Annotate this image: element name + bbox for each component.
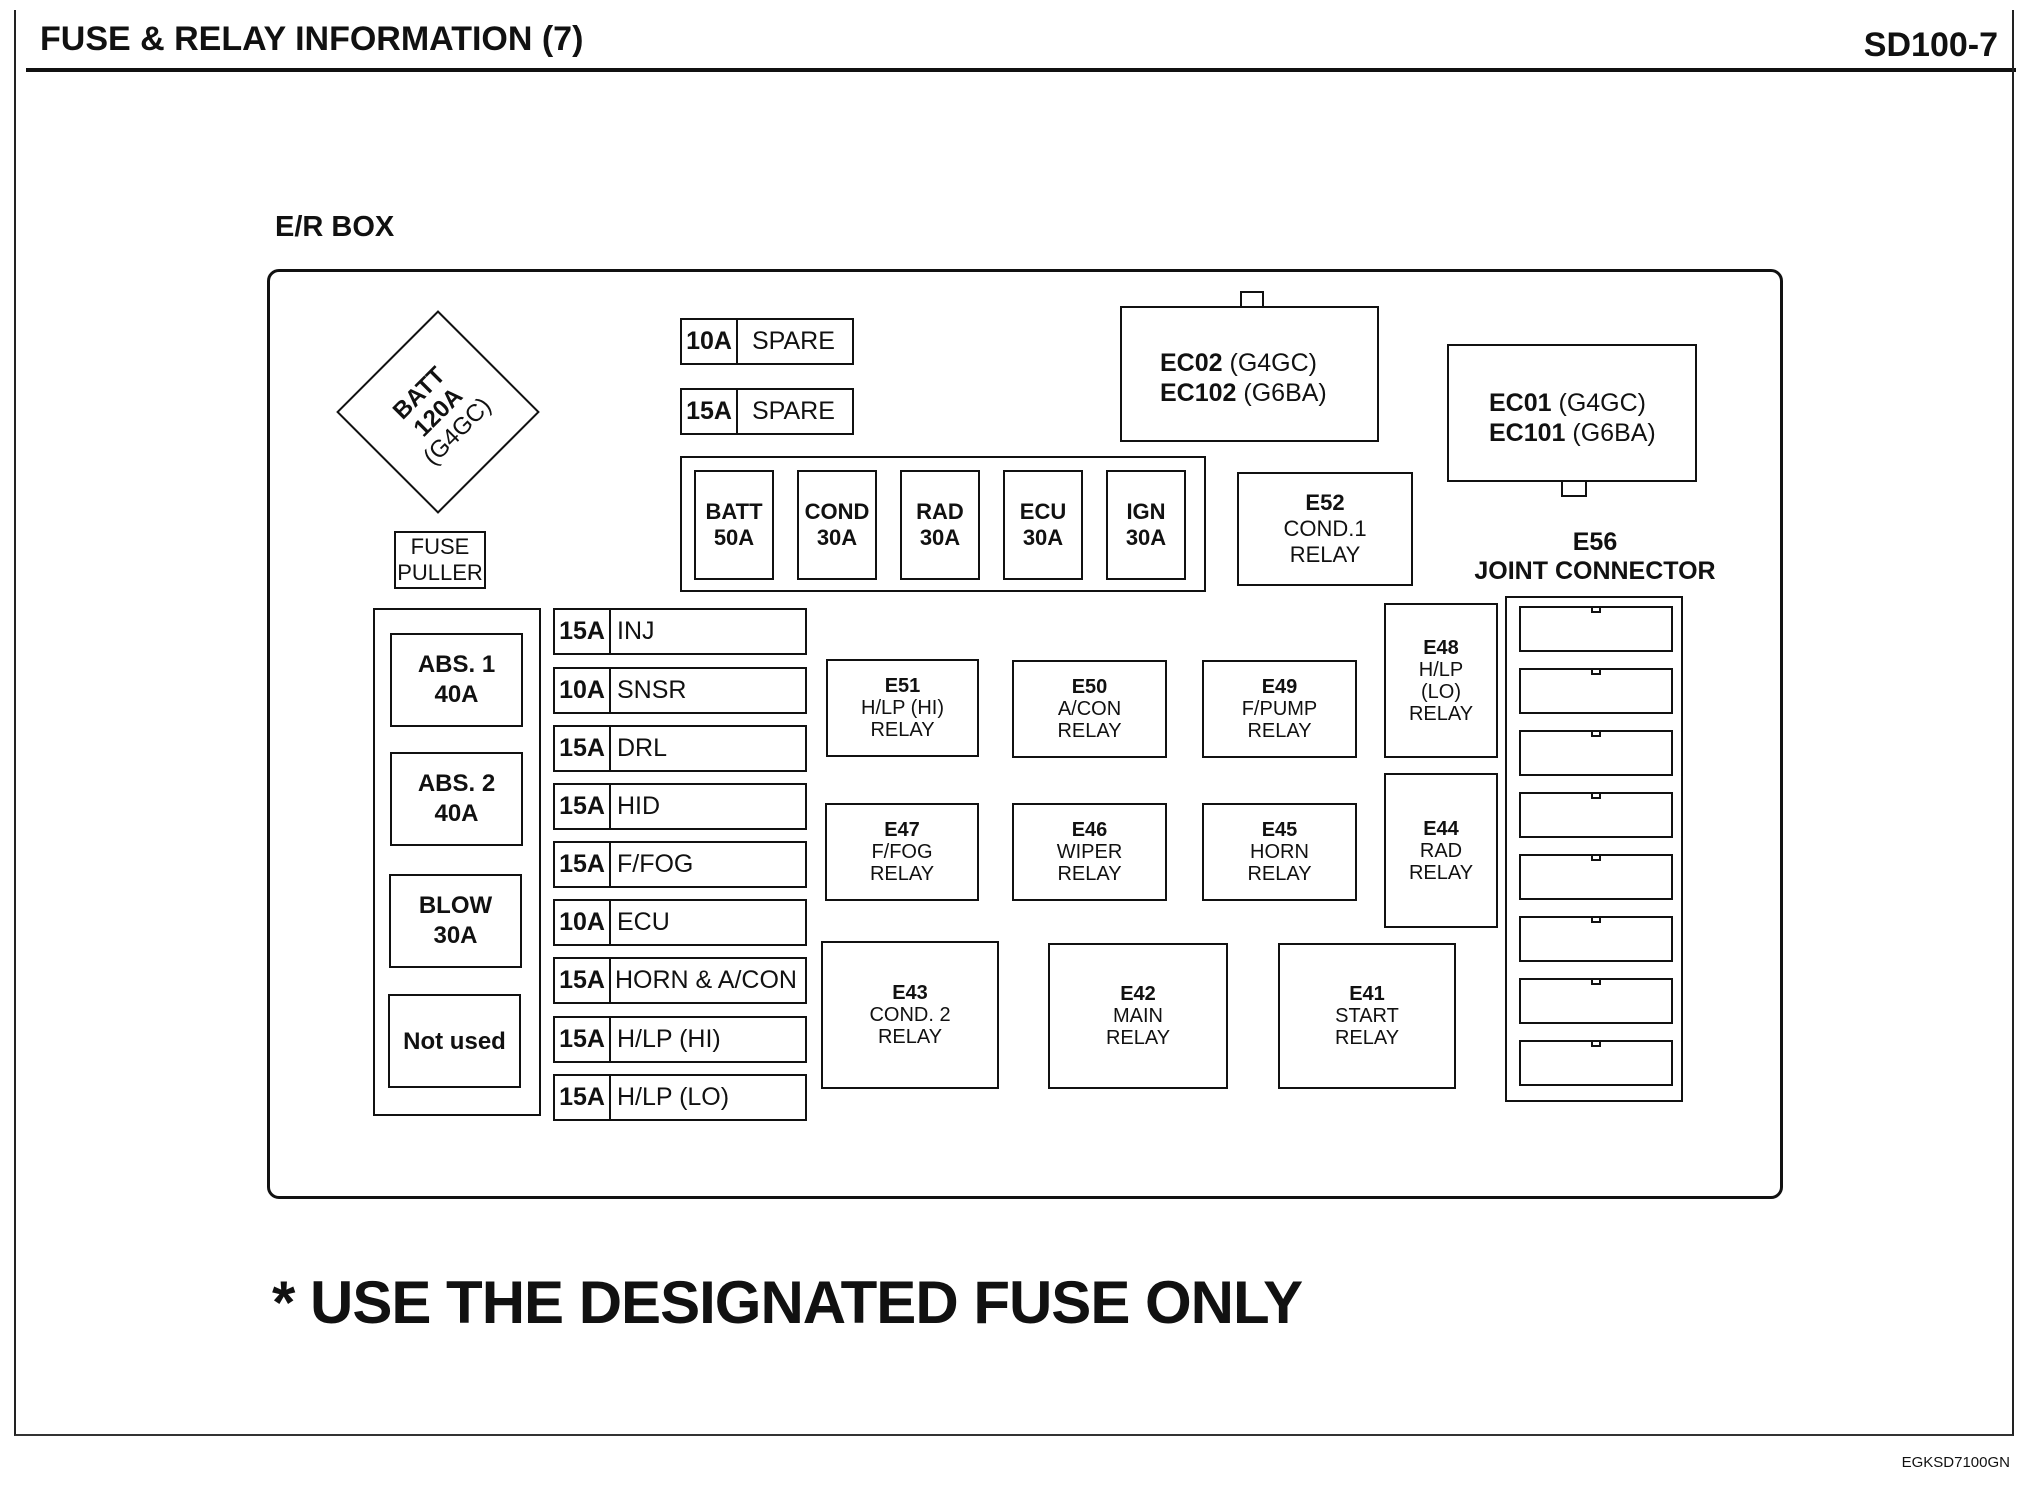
footer-code: EGKSD7100GN: [1901, 1454, 2010, 1471]
header-rule: [26, 68, 2016, 72]
relay-e44: E44 RAD RELAY: [1384, 773, 1498, 928]
cartridge-fuse-batt: BATT 50A: [694, 470, 774, 580]
er-box-outline: [267, 269, 1783, 1199]
mini-fuse-ecu: 10A ECU: [553, 899, 807, 946]
fuse-not-used: Not used: [388, 994, 521, 1088]
relay-e42: E42 MAIN RELAY: [1048, 943, 1228, 1089]
joint-connector-slot: [1519, 978, 1673, 1024]
relay-e47: E47 F/FOG RELAY: [825, 803, 979, 901]
mini-fuse-hlp-lo: 15A H/LP (LO): [553, 1074, 807, 1121]
ec01-tab: [1561, 480, 1587, 497]
joint-connector-slot: [1519, 668, 1673, 714]
cartridge-fuse-ign: IGN 30A: [1106, 470, 1186, 580]
joint-connector-slot: [1519, 792, 1673, 838]
joint-connector-slot: [1519, 606, 1673, 652]
relay-e46: E46 WIPER RELAY: [1012, 803, 1167, 901]
ec02-tab: [1240, 291, 1264, 308]
spare-fuse-2: 15A SPARE: [680, 388, 854, 435]
spare-fuse-2-amp: 15A: [682, 390, 738, 433]
relay-e48: E48 H/LP (LO) RELAY: [1384, 603, 1498, 758]
connector-ec01: EC01 (G4GC) EC101 (G6BA): [1447, 344, 1697, 482]
mini-fuse-hlp-hi: 15A H/LP (HI): [553, 1016, 807, 1063]
relay-e49: E49 F/PUMP RELAY: [1202, 660, 1357, 758]
cartridge-fuse-rad: RAD 30A: [900, 470, 980, 580]
joint-connector-label: E56 JOINT CONNECTOR: [1474, 528, 1716, 585]
fuse-abs2: ABS. 2 40A: [390, 752, 523, 846]
relay-e50: E50 A/CON RELAY: [1012, 660, 1167, 758]
joint-connector-slot: [1519, 1040, 1673, 1086]
relay-e52: E52 COND.1 RELAY: [1237, 472, 1413, 586]
joint-connector-slot: [1519, 916, 1673, 962]
designated-fuse-notice: * USE THE DESIGNATED FUSE ONLY: [272, 1269, 1303, 1336]
fuse-abs1: ABS. 1 40A: [390, 633, 523, 727]
mini-fuse-ffog: 15A F/FOG: [553, 841, 807, 888]
page-frame: [14, 10, 2014, 1436]
joint-connector-slot: [1519, 854, 1673, 900]
cartridge-fuse-ecu: ECU 30A: [1003, 470, 1083, 580]
mini-fuse-snsr: 10A SNSR: [553, 667, 807, 714]
cartridge-fuse-cond: COND 30A: [797, 470, 877, 580]
relay-e41: E41 START RELAY: [1278, 943, 1456, 1089]
spare-fuse-1: 10A SPARE: [680, 318, 854, 365]
box-title: E/R BOX: [275, 211, 395, 243]
mini-fuse-horn-acon: 15A HORN & A/CON: [553, 957, 807, 1004]
page-code: SD100-7: [1863, 26, 1998, 64]
spare-fuse-2-label: SPARE: [752, 397, 835, 425]
connector-ec02: EC02 (G4GC) EC102 (G6BA): [1120, 306, 1379, 442]
relay-e51: E51 H/LP (HI) RELAY: [826, 659, 979, 757]
joint-connector-slot: [1519, 730, 1673, 776]
relay-e43: E43 COND. 2 RELAY: [821, 941, 999, 1089]
page-title: FUSE & RELAY INFORMATION (7): [40, 20, 584, 58]
mini-fuse-inj: 15A INJ: [553, 608, 807, 655]
relay-e45: E45 HORN RELAY: [1202, 803, 1357, 901]
spare-fuse-1-label: SPARE: [752, 327, 835, 355]
fuse-blow: BLOW 30A: [389, 874, 522, 968]
fuse-puller: FUSE PULLER: [394, 531, 486, 589]
spare-fuse-1-amp: 10A: [682, 320, 738, 363]
mini-fuse-drl: 15A DRL: [553, 725, 807, 772]
mini-fuse-hid: 15A HID: [553, 783, 807, 830]
